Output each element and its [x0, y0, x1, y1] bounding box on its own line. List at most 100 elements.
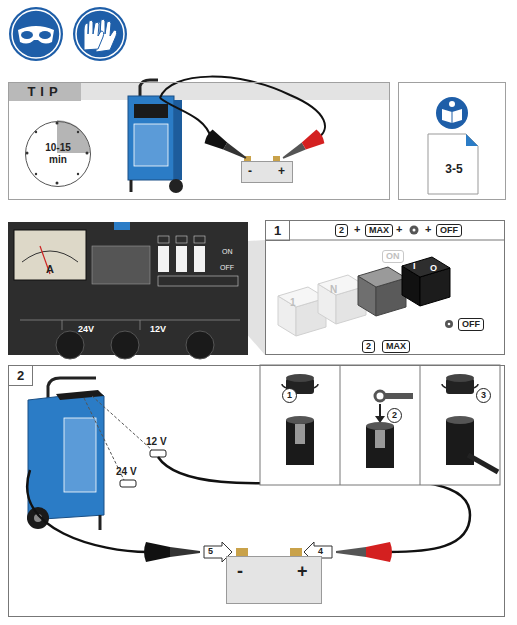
detail-frame	[420, 365, 421, 485]
terminal-knob	[286, 374, 314, 382]
manual-icon	[436, 97, 468, 129]
rocker-switch	[358, 267, 406, 287]
duration-text: 10-15 min	[39, 142, 77, 168]
red-clamp	[300, 129, 326, 153]
red-clamp	[279, 129, 326, 165]
control-panel-photo	[92, 246, 150, 284]
ring-terminal	[375, 416, 385, 423]
tip-panel: TIP10-15 min-+	[8, 82, 390, 200]
charger-illustration	[64, 418, 96, 492]
control-panel-photo	[158, 236, 169, 243]
callout-number: 5	[208, 547, 213, 556]
control-panel-photo	[62, 320, 63, 330]
step-number: 1	[266, 221, 290, 241]
panel-band	[8, 82, 390, 100]
label-text: +	[425, 224, 431, 235]
callout-number: 4	[318, 547, 323, 556]
clock-face	[77, 173, 79, 175]
black-clamp	[203, 129, 229, 153]
fan-symbol	[413, 229, 416, 232]
step-header-divider	[265, 240, 505, 241]
control-panel-photo	[158, 276, 238, 286]
ring-terminal	[379, 404, 381, 418]
label-text: A	[46, 264, 54, 275]
terminal-knob	[468, 455, 498, 472]
panel-band	[8, 82, 390, 100]
control-panel-photo	[8, 222, 248, 359]
step-panel: 1	[265, 220, 505, 355]
charger-illustration	[169, 179, 183, 193]
red-clamp	[366, 542, 392, 562]
control-panel-photo	[22, 251, 78, 262]
gloves-icon	[73, 7, 127, 61]
safety-goggles-icon	[18, 26, 54, 44]
label-text: I	[413, 262, 416, 271]
battery-terminal	[290, 548, 302, 556]
detail-frame	[340, 365, 341, 485]
charger-illustration	[27, 507, 49, 529]
terminal-knob	[286, 416, 314, 424]
fan-symbol	[445, 320, 453, 328]
terminal-sign: +	[278, 165, 285, 177]
page-icon	[466, 134, 478, 146]
label-text: 1	[290, 298, 296, 308]
callout-number: 3	[476, 388, 491, 403]
charger-illustration	[27, 378, 104, 530]
control-panel-photo	[176, 246, 187, 272]
ring-terminal	[385, 393, 413, 399]
safety-goggles-icon	[9, 7, 63, 61]
control-panel-photo	[111, 331, 139, 359]
terminal-knob	[286, 420, 314, 465]
red-clamp	[336, 542, 392, 562]
charger-illustration	[56, 390, 104, 400]
safety-goggles-icon	[9, 7, 63, 61]
label-text: MAX	[365, 224, 393, 237]
battery-terminal	[236, 548, 302, 556]
terminal-sign: -	[248, 165, 252, 177]
safety-goggles-icon	[12, 10, 60, 58]
terminal-sign: -	[237, 562, 243, 580]
control-panel-photo	[158, 246, 169, 272]
charger-illustration	[134, 124, 168, 166]
safety-goggles-icon	[21, 31, 33, 39]
step-header-divider	[265, 240, 505, 241]
manual-icon	[442, 109, 462, 123]
clock-circle: 10-15 min	[25, 121, 91, 187]
gloves-icon	[76, 10, 124, 58]
leader-line	[92, 396, 152, 450]
page-reference: 3-5	[429, 163, 479, 179]
label-text: ON	[222, 248, 233, 255]
clock-face	[35, 131, 37, 133]
fan-symbol	[448, 323, 451, 326]
detail-frame	[260, 365, 500, 485]
battery-box: -+	[226, 556, 322, 604]
charger-illustration	[128, 96, 174, 180]
charger-illustration	[134, 104, 168, 118]
cable	[160, 77, 325, 138]
cable	[27, 470, 148, 552]
black-clamp	[203, 129, 250, 165]
red-clamp	[281, 143, 306, 162]
label-text: 24V	[78, 325, 94, 334]
ring-terminal	[366, 426, 394, 468]
step-number: 2	[9, 366, 33, 386]
charger-illustration	[130, 180, 133, 192]
leader-line	[84, 396, 152, 480]
ring-terminal	[375, 391, 385, 401]
label-text: O	[430, 264, 437, 273]
control-panel-photo	[194, 246, 205, 272]
manual-panel: 3-5	[398, 82, 506, 200]
label-text: 12V	[150, 325, 166, 334]
black-clamp	[144, 542, 170, 562]
clock-face	[35, 173, 37, 175]
socket-symbol	[120, 480, 136, 487]
black-clamp	[170, 547, 200, 557]
label-text: OFF	[220, 264, 234, 271]
cable	[160, 98, 211, 138]
page-icon	[428, 134, 478, 194]
gloves-icon	[73, 7, 127, 61]
clock-face	[86, 152, 89, 155]
safety-goggles-icon	[39, 31, 51, 39]
clock-face	[77, 131, 79, 133]
manual-icon	[452, 112, 453, 123]
